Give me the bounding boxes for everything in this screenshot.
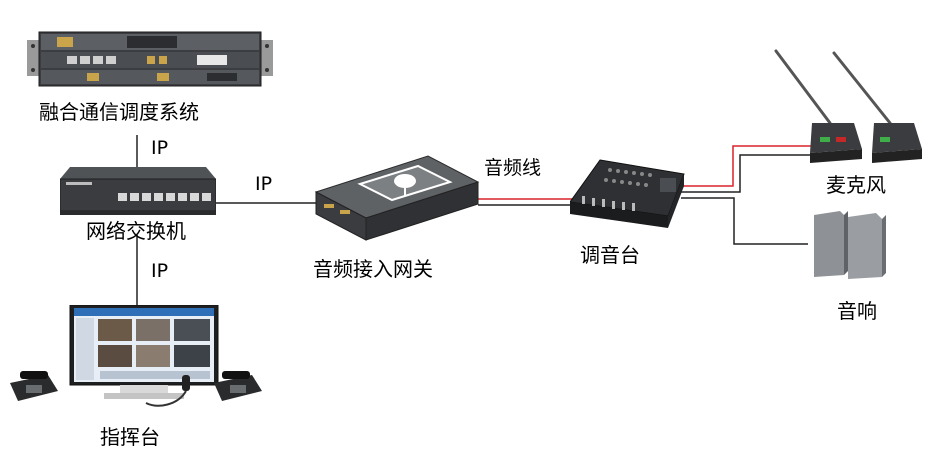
ip-label-side: IP [255, 173, 273, 195]
mic-label: 麦克风 [826, 173, 886, 197]
audio-cable-label: 音频线 [484, 157, 542, 179]
wire-mixer-speaker [681, 197, 808, 245]
switch-label: 网络交换机 [86, 219, 186, 243]
network-switch-icon [60, 167, 216, 215]
wire-mixer-mic-red [681, 145, 816, 187]
speaker-icon [814, 211, 886, 279]
fusion-system-label: 融合通信调度系统 [39, 100, 199, 124]
ip-label-top: IP [151, 137, 169, 159]
server-rack-icon [27, 31, 273, 87]
ip-label-bottom: IP [151, 260, 169, 282]
command-console-icon [10, 305, 262, 407]
microphone-icon [774, 49, 922, 163]
mixer-label: 调音台 [580, 243, 640, 267]
gateway-label: 音频接入网关 [313, 257, 433, 281]
console-label: 指挥台 [100, 425, 160, 449]
speaker-label: 音响 [837, 299, 877, 323]
audio-gateway-icon [314, 155, 480, 241]
mixer-console-icon [570, 159, 685, 228]
wire-mixer-mic-dark [681, 154, 816, 193]
